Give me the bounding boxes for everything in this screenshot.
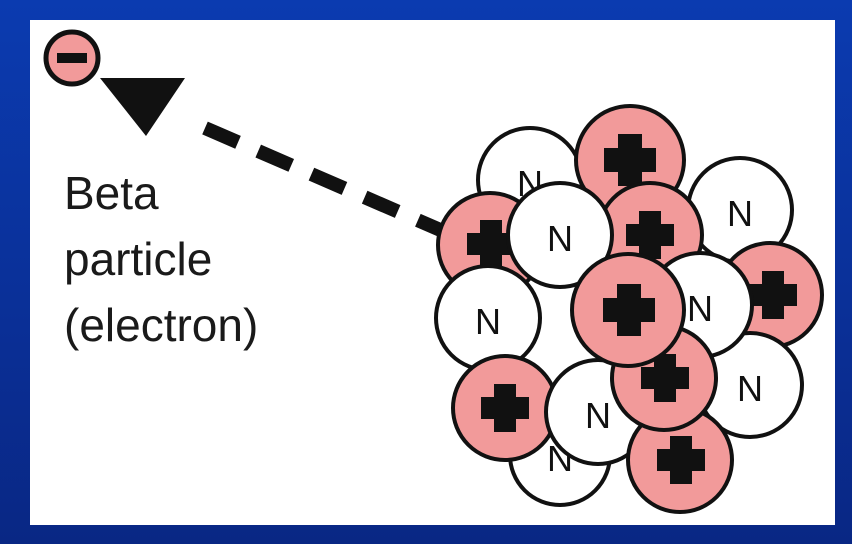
nucleon-neutron: N xyxy=(506,181,614,289)
nucleus: N N N N N N N N xyxy=(434,104,824,514)
nucleon-proton xyxy=(610,324,718,432)
nucleon-proton xyxy=(570,252,686,368)
nucleon-proton xyxy=(451,354,559,462)
svg-text:N: N xyxy=(547,218,573,259)
nucleon-neutron: N xyxy=(686,156,794,264)
beta-particle-caption: Beta particle (electron) xyxy=(64,160,258,358)
caption-line-2: particle xyxy=(64,233,213,285)
nucleon-neutron: N xyxy=(434,264,542,372)
caption-line-3: (electron) xyxy=(64,299,259,351)
arrow-head xyxy=(100,78,185,136)
svg-text:N: N xyxy=(737,368,763,409)
caption-line-1: Beta xyxy=(64,167,159,219)
svg-text:N: N xyxy=(687,288,713,329)
trajectory-dashes xyxy=(202,121,448,239)
electron xyxy=(43,29,101,87)
svg-text:N: N xyxy=(727,193,753,234)
svg-text:N: N xyxy=(475,301,501,342)
svg-text:N: N xyxy=(585,395,611,436)
